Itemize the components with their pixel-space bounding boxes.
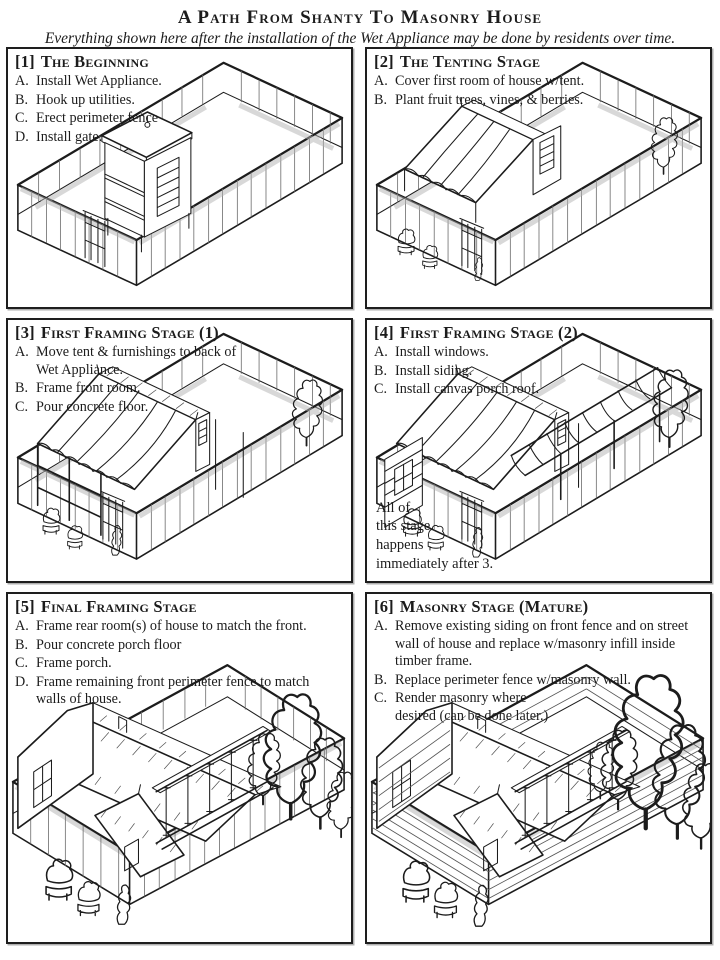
panel-title: Masonry Stage (Mature) — [399, 597, 589, 616]
step-item: D.Frame remaining front perimeter fence … — [15, 673, 310, 708]
potted-plant-icon — [45, 858, 74, 901]
panel-title: Final Framing Stage — [40, 597, 197, 616]
framed-room-icon — [36, 412, 244, 536]
panel-number: [4] — [374, 323, 394, 342]
panel-number: [3] — [15, 323, 35, 342]
vine-plant-icon — [473, 884, 489, 927]
potted-plant-icon — [433, 881, 459, 919]
wet-appliance-hut-icon — [101, 111, 193, 253]
masonry-house-icon — [376, 701, 641, 878]
page-title: A Path From Shanty To Masonry House — [177, 7, 543, 28]
panel-title: First Framing Stage (1) — [40, 323, 219, 342]
step-item: D.Install gate. — [15, 128, 103, 145]
framed-house-icon — [17, 701, 282, 878]
vine-plant-icon — [116, 884, 132, 925]
panel-caption: [6] Masonry Stage (Mature) A.Remove exist… — [374, 597, 706, 726]
step-item: B.Hook up utilities. — [15, 91, 135, 108]
panel-stage-4: [4] First Framing Stage (2) A.Install win… — [365, 318, 712, 583]
panel-caption: [1] The Beginning A.Install Wet Appliance… — [15, 52, 347, 146]
panel-title: First Framing Stage (2) — [399, 323, 578, 342]
step-item: B.Replace perimeter fence w/masonry wall… — [374, 671, 631, 688]
panel-title: The Tenting Stage — [399, 52, 541, 71]
illustration-stage-1 — [8, 49, 351, 307]
step-item: B.Frame front room. — [15, 380, 141, 397]
panel-caption: [3] First Framing Stage (1) A.Move tent &… — [15, 323, 347, 416]
panel-caption: [2] The Tenting Stage A.Cover first room … — [374, 52, 706, 109]
step-item: A.Cover first room of house w/tent. — [374, 73, 585, 89]
panel-stage-1: [1] The Beginning A.Install Wet Appliance… — [6, 47, 353, 309]
potted-plant-icon — [77, 880, 101, 917]
masthead: A Path From Shanty To Masonry House Ever… — [0, 0, 720, 48]
stage-panels-grid: [1] The Beginning A.Install Wet Appliance… — [6, 47, 714, 944]
step-item: B.Install siding. — [374, 362, 473, 379]
illustration-stage-2 — [367, 49, 710, 307]
step-item: A.Move tent & furnishings to back of Wet… — [15, 344, 237, 378]
tree-icon — [681, 762, 710, 850]
step-item: B.Plant fruit trees, vines, & berries. — [374, 91, 584, 108]
panel-caption: [5] Final Framing Stage A.Frame rear room… — [15, 597, 347, 709]
stage-note: All of this stage happens immediately af… — [376, 499, 494, 573]
illustration-stage-4 — [367, 320, 710, 581]
step-item: C.Render masonry where desired (can be d… — [374, 690, 549, 725]
step-item: C.Pour concrete floor. — [15, 398, 149, 415]
step-item: A.Install Wet Appliance. — [15, 73, 162, 89]
panel-stage-3: [3] First Framing Stage (1) A.Move tent &… — [6, 318, 353, 583]
panel-stage-5: [5] Final Framing Stage A.Frame rear room… — [6, 592, 353, 944]
step-item: C.Erect perimeter fence — [15, 110, 159, 127]
panel-title: The Beginning — [40, 52, 149, 71]
panel-stage-6: [6] Masonry Stage (Mature) A.Remove exist… — [365, 592, 712, 944]
panel-stage-2: [2] The Tenting Stage A.Cover first room … — [365, 47, 712, 309]
step-item: A.Remove existing siding on front fence … — [374, 618, 689, 670]
step-item: A.Frame rear room(s) of house to match t… — [15, 618, 307, 634]
potted-plant-icon — [402, 860, 431, 903]
panel-number: [1] — [15, 52, 35, 71]
step-item: C.Frame porch. — [15, 655, 112, 672]
canvas-porch-roof-icon — [510, 367, 673, 501]
step-item: B.Pour concrete porch floor — [15, 636, 182, 653]
tent-icon — [403, 97, 562, 223]
panel-number: [2] — [374, 52, 394, 71]
panel-caption: [4] First Framing Stage (2) A.Install win… — [374, 323, 706, 399]
step-item: A.Install windows. — [374, 344, 489, 360]
masonry-render-lines — [378, 716, 451, 822]
step-item: C.Install canvas porch roof. — [374, 381, 540, 398]
panel-number: [5] — [15, 597, 35, 616]
page-subtitle: Everything shown here after the installa… — [44, 30, 676, 47]
illustration-stage-6 — [367, 594, 710, 927]
illustration-stage-3 — [8, 320, 351, 581]
panel-number: [6] — [374, 597, 394, 616]
